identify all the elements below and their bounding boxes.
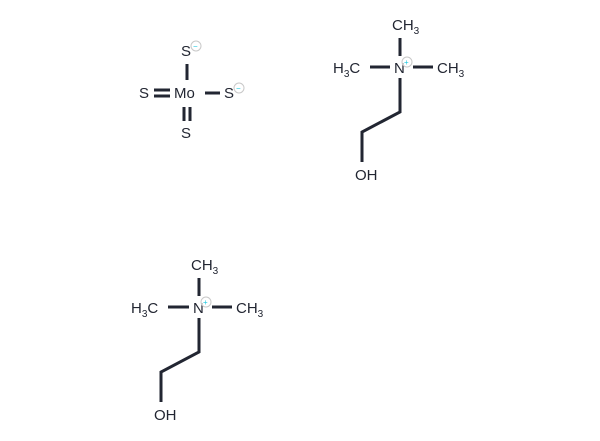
choline-fragment-1: CH3 H3C N + CH3 OH xyxy=(333,17,465,184)
atom-s-top: S xyxy=(181,43,191,60)
atom-ch3-top: CH3 xyxy=(392,17,420,37)
atom-s-bottom: S xyxy=(181,125,191,142)
atom-oh: OH xyxy=(154,407,177,424)
atom-mo: Mo xyxy=(174,85,195,102)
charge-marker-s-top: − xyxy=(190,40,202,52)
atom-s-left: S xyxy=(139,85,149,102)
choline-fragment-2: CH3 H3C N + CH3 OH xyxy=(131,257,264,424)
bond-chain xyxy=(360,78,402,162)
charge-marker-n: + xyxy=(401,56,413,68)
atom-ch3-left: H3C xyxy=(131,300,158,320)
negative-charge-icon: − xyxy=(236,84,241,93)
atom-ch3-top: CH3 xyxy=(191,257,219,277)
charge-marker-n: + xyxy=(200,296,212,308)
atom-ch3-right: CH3 xyxy=(236,300,264,320)
atom-n: N xyxy=(394,60,405,77)
atom-n: N xyxy=(193,300,204,317)
bond-chain xyxy=(159,318,201,402)
atom-ch3-right: CH3 xyxy=(437,60,465,80)
negative-charge-icon: − xyxy=(193,42,198,51)
positive-charge-icon: + xyxy=(404,58,409,67)
tetrathiomolybdate-fragment: S − S Mo S − S xyxy=(139,40,245,142)
positive-charge-icon: + xyxy=(203,298,208,307)
atom-ch3-left: H3C xyxy=(333,60,360,80)
atom-s-right: S xyxy=(224,85,234,102)
charge-marker-s-right: − xyxy=(233,82,245,94)
atom-oh: OH xyxy=(355,167,378,184)
